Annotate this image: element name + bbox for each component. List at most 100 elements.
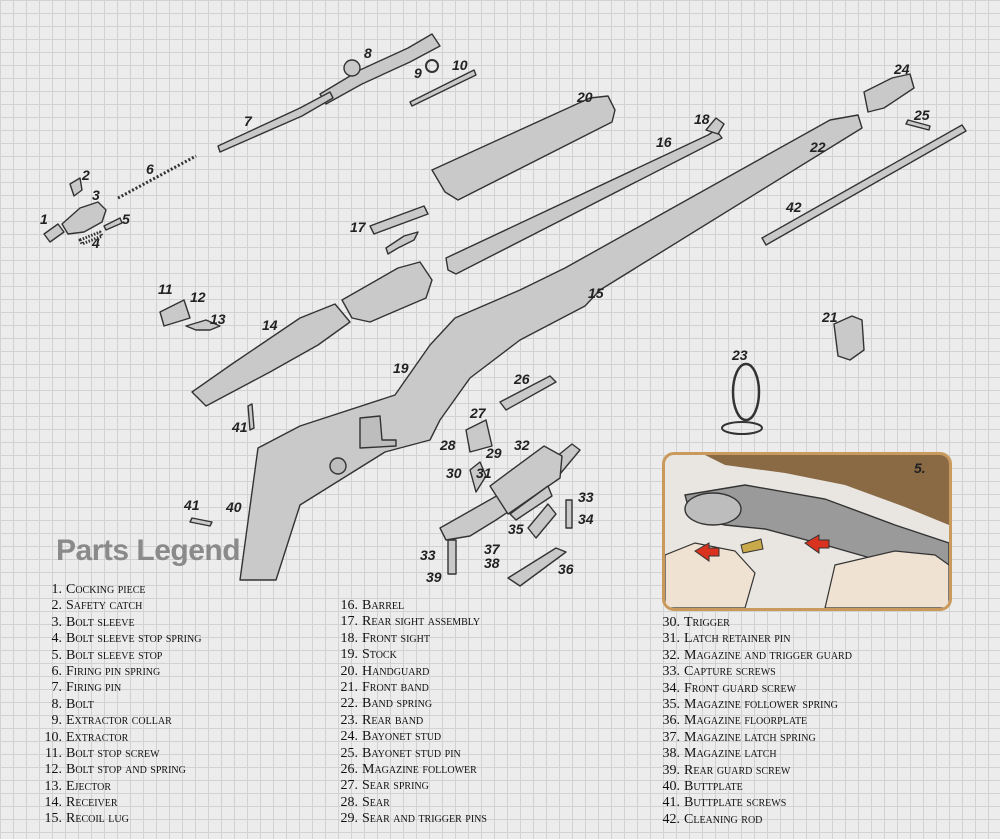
legend-item-number: 17. [340,614,359,630]
callout-33a: 33 [578,489,594,505]
legend-item: 9.Extractor collar [40,713,201,729]
legend-item-number: 9. [51,713,63,729]
legend-item-name: Extractor collar [66,713,172,729]
legend-item: 36.Magazine floorplate [658,713,852,729]
legend-item: 10.Extractor [40,730,201,746]
callout-24: 24 [894,61,910,77]
legend-item-number: 29. [340,811,359,827]
legend-item: 19.Stock [334,647,487,663]
legend-item-number: 12. [44,762,63,778]
legend-item-name: Front band [362,679,429,695]
legend-item-name: Bolt sleeve [66,614,135,630]
legend-item-name: Recoil lug [66,811,129,827]
callout-33b: 33 [420,547,436,563]
legend-item-number: 28. [340,794,359,810]
callout-14: 14 [262,317,278,333]
legend-item-name: Bolt sleeve stop [66,647,163,663]
legend-item-name: Magazine latch [684,746,777,762]
legend-item: 32.Magazine and trigger guard [658,648,852,664]
callout-4: 4 [92,235,100,251]
legend-item-number: 20. [340,663,359,679]
legend-item-name: Capture screws [684,664,776,680]
legend-item: 24.Bayonet stud [334,729,487,745]
legend-item: 4.Bolt sleeve stop spring [40,631,202,647]
callout-38: 38 [484,555,500,571]
legend-item: 12.Bolt stop and spring [40,762,201,778]
callout-13: 13 [210,311,226,327]
legend-item-name: Firing pin [66,680,122,696]
legend-item-number: 41. [662,795,681,811]
callout-42: 42 [786,199,802,215]
callout-15: 15 [588,285,604,301]
rear-sight-drawing [369,205,429,235]
floorplate-drawing [507,547,567,587]
legend-item-number: 39. [662,762,681,778]
callout-41a: 41 [232,419,248,435]
receiver-drawing [191,303,351,407]
callout-36: 36 [558,561,574,577]
legend-item: 22.Band spring [334,696,487,712]
legend-item: 20.Handguard [334,664,487,680]
legend-item-number: 8. [51,696,63,712]
legend-item-number: 23. [340,712,359,728]
legend-item-name: Rear band [362,712,424,728]
legend-item-name: Rear guard screw [684,762,791,778]
legend-item-name: Band spring [362,696,433,712]
callout-29: 29 [486,445,502,461]
callout-9: 9 [414,65,422,81]
callout-11: 11 [158,281,173,297]
legend-item: 25.Bayonet stud pin [334,746,487,762]
legend-item-name: Magazine and trigger guard [684,647,852,663]
legend-item-number: 27. [340,778,359,794]
callout-34: 34 [578,511,594,527]
legend-item-number: 35. [662,696,681,712]
legend-item-name: Bolt stop and spring [66,762,186,778]
legend-item: 8.Bolt [40,697,201,713]
legend-item-name: Trigger [684,615,730,630]
callout-22: 22 [810,139,826,155]
legend-item-name: Buttplate [684,778,743,794]
legend-item-name: Stock [362,647,397,663]
legend-item-number: 13. [44,778,63,794]
bolt-drawing [319,33,441,105]
legend-item-name: Cleaning rod [684,811,763,827]
legend-item-number: 7. [51,680,63,696]
legend-item-number: 36. [662,713,681,729]
callout-16: 16 [656,134,672,150]
legend-item: 15.Recoil lug [40,811,201,827]
callout-41b: 41 [184,497,200,513]
legend-item-name: Cocking piece [66,582,146,597]
legend-item-name: Buttplate screws [684,795,787,811]
legend-item: 7.Firing pin [40,680,201,696]
callout-26: 26 [514,371,530,387]
inset-illustration [665,455,949,608]
legend-item-name: Sear spring [362,778,429,794]
callout-28: 28 [440,437,456,453]
callout-19: 19 [393,360,409,376]
legend-title: Parts Legend [56,534,241,567]
legend-item: 11.Bolt stop screw [40,746,201,762]
legend-item-name: Bolt [66,696,94,712]
legend-item-name: Magazine follower [362,761,477,777]
legend-item-name: Bolt stop screw [66,745,160,761]
callout-27: 27 [470,405,486,421]
legend-item: 23.Rear band [334,713,487,729]
legend-item-name: Magazine follower spring [684,696,838,712]
legend-item: 40.Buttplate [658,779,852,795]
handguard-drawing [431,95,616,201]
legend-item: 33.Capture screws [658,664,852,680]
legend-item-name: Receiver [66,795,118,811]
legend-item: 21.Front band [334,680,487,696]
legend-item-name: Firing pin spring [66,663,161,679]
legend-item-number: 10. [44,729,63,745]
barrel-drawing [445,129,723,275]
legend-item-number: 32. [662,647,681,663]
callout-40: 40 [226,499,242,515]
legend-item-number: 5. [51,647,63,663]
legend-item-number: 1. [51,582,63,597]
legend-item-number: 31. [662,631,681,647]
callout-1: 1 [40,211,48,227]
callout-30: 30 [446,465,462,481]
